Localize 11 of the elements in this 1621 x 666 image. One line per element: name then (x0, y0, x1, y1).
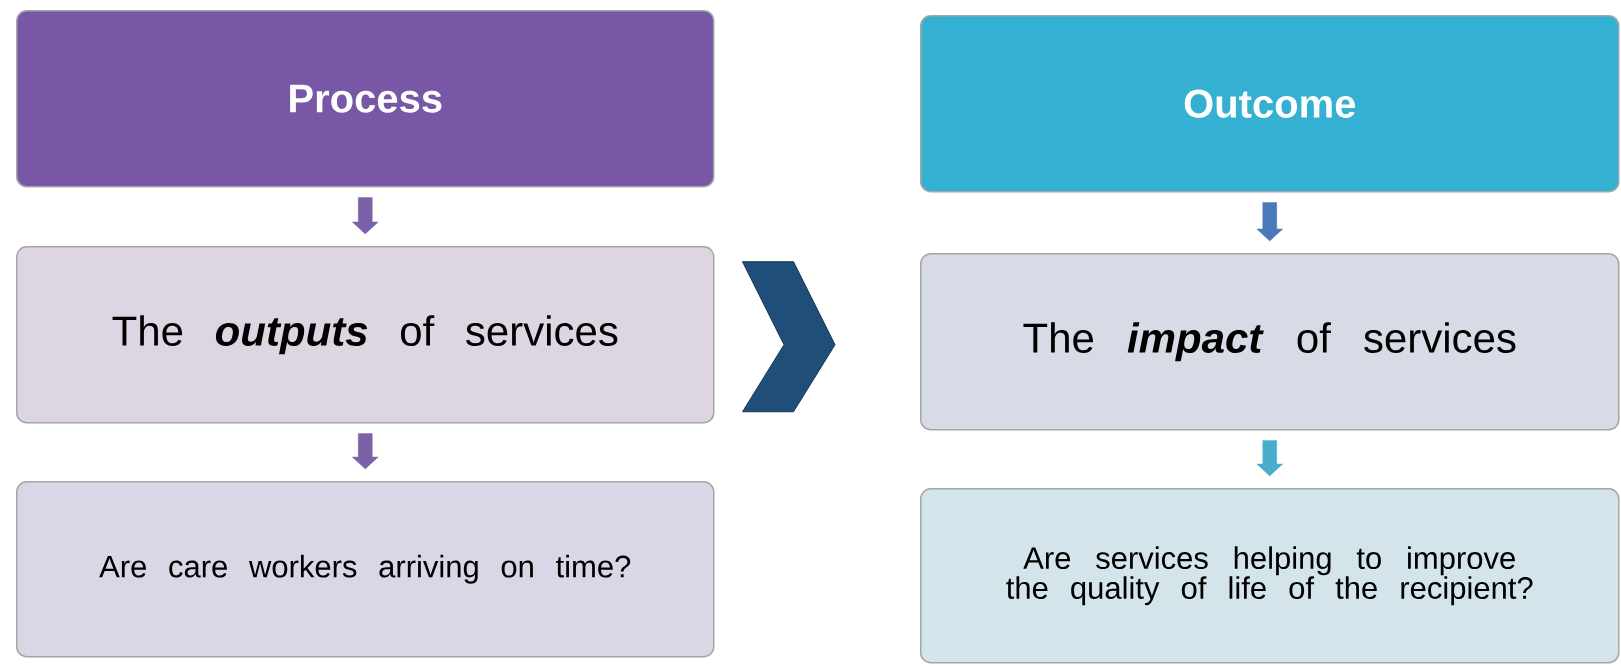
arrow (352, 197, 379, 235)
arrow (1256, 202, 1283, 242)
arrow (1256, 440, 1283, 477)
process-box: Are services helping to improve the quality of life of the recipient? (920, 488, 1620, 664)
header-box: Outcome (920, 15, 1620, 193)
process-box: The impact of services (920, 253, 1620, 431)
header-box: Process (16, 10, 715, 188)
process-box: The outputs of services (16, 246, 715, 424)
chevron-arrow (742, 261, 836, 413)
process-box: Are care workers arriving on time? (16, 481, 715, 658)
arrow (352, 433, 379, 470)
